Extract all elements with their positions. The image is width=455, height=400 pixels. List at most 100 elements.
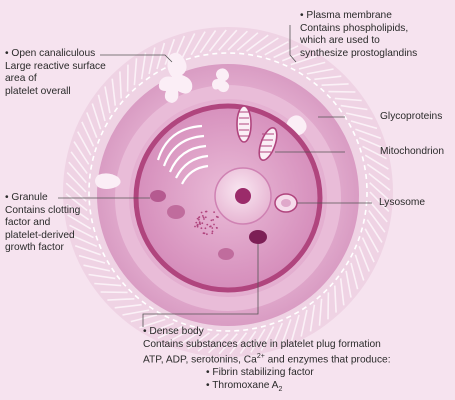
glycogen-particle bbox=[194, 225, 196, 228]
glycoprotein-strand bbox=[140, 52, 147, 80]
glycoprotein-strand bbox=[362, 145, 387, 160]
glycoprotein-strand bbox=[358, 246, 370, 272]
glycoprotein-strand bbox=[369, 191, 390, 212]
glycoprotein-strand bbox=[364, 154, 389, 170]
glycoprotein-strand bbox=[66, 172, 87, 193]
glycoprotein-strand bbox=[148, 47, 156, 75]
glycogen-particle bbox=[203, 218, 205, 220]
glycoprotein-strand bbox=[339, 278, 345, 306]
glycoprotein-strand bbox=[218, 333, 238, 355]
glycoprotein-strand bbox=[364, 228, 379, 253]
glycoprotein-strand bbox=[239, 330, 257, 354]
glycogen-particle bbox=[211, 230, 214, 233]
dense-body bbox=[249, 230, 267, 244]
glycoprotein-strand bbox=[199, 30, 217, 54]
glycoprotein-strand bbox=[355, 128, 382, 140]
glycoprotein-strand bbox=[260, 326, 275, 351]
glycoprotein-strand bbox=[255, 37, 279, 54]
membrane-dashed-outline bbox=[88, 52, 368, 332]
glycoprotein-strand bbox=[321, 83, 349, 86]
glycoprotein-strand bbox=[70, 151, 88, 174]
glycoprotein-strand bbox=[111, 78, 117, 106]
glycoprotein-strand bbox=[368, 210, 386, 233]
glycoprotein-strand bbox=[156, 42, 166, 70]
glycoprotein-strand bbox=[164, 38, 176, 65]
glycoprotein-strand bbox=[104, 86, 111, 114]
glycoprotein-strand bbox=[306, 68, 334, 75]
glycoprotein-strand bbox=[208, 29, 227, 52]
glycoprotein-strand bbox=[264, 41, 289, 56]
glycogen-particle bbox=[196, 217, 199, 220]
glycoprotein-strand bbox=[366, 219, 383, 243]
glycoproteins-label: Glycoproteins bbox=[380, 111, 443, 122]
glycoprotein-strand bbox=[227, 30, 248, 51]
glycoprotein-strand bbox=[197, 333, 220, 352]
glycoprotein-strand bbox=[177, 330, 201, 347]
glycoprotein-strand bbox=[334, 285, 337, 313]
glycoprotein-strand bbox=[314, 75, 342, 81]
glycoprotein-strand bbox=[345, 112, 373, 120]
glycogen-particle bbox=[200, 211, 203, 214]
glycogen-particles bbox=[194, 210, 219, 236]
glycoprotein-strand bbox=[68, 161, 87, 184]
glycoprotein-strand bbox=[340, 104, 368, 111]
glycoprotein-strand bbox=[119, 71, 122, 99]
dense-body-label: • Dense body Contains substances active … bbox=[143, 326, 391, 396]
glycoprotein-strand bbox=[73, 141, 90, 165]
glycoprotein-strand bbox=[157, 325, 183, 339]
glycogen-particle bbox=[204, 216, 207, 219]
glycoprotein-strand bbox=[318, 298, 323, 326]
glycoprotein-strand bbox=[77, 131, 92, 156]
glycogen-particle bbox=[198, 218, 200, 221]
glycoprotein-strand bbox=[358, 136, 385, 150]
glycogen-particle bbox=[201, 215, 204, 217]
mitochondria bbox=[236, 105, 278, 161]
glycoprotein-strand bbox=[187, 332, 210, 350]
glycoprotein-strand bbox=[282, 50, 308, 62]
dense-body-item-fibrin: • Fibrin stabilizing factor bbox=[206, 367, 314, 379]
glycoprotein-strand bbox=[148, 322, 174, 334]
glycoprotein-strand bbox=[270, 322, 284, 349]
glycoprotein-strand bbox=[369, 200, 388, 223]
glycoprotein-strand bbox=[369, 182, 391, 202]
glycoprotein-strand bbox=[250, 328, 266, 353]
glycoprotein-strand bbox=[300, 309, 308, 337]
glycogen-particle bbox=[203, 232, 206, 235]
lysosome-core bbox=[281, 199, 291, 207]
glycoprotein-strand bbox=[181, 33, 196, 58]
glycogen-particle bbox=[216, 227, 218, 229]
glycoprotein-strands bbox=[65, 29, 391, 355]
glycoprotein-strand bbox=[130, 314, 158, 323]
glycoprotein-strand bbox=[246, 34, 269, 52]
glycogen-particle bbox=[196, 223, 199, 226]
open-canaliculous-label: • Open canaliculous Large reactive surfa… bbox=[5, 48, 106, 97]
glycoprotein-strand bbox=[334, 97, 362, 102]
central-granule bbox=[235, 188, 251, 204]
glycogen-particle bbox=[211, 227, 214, 229]
granule bbox=[150, 190, 166, 202]
glycoprotein-strand bbox=[74, 244, 101, 256]
glycogen-particle bbox=[195, 221, 198, 224]
glycoprotein-strand bbox=[236, 32, 259, 51]
glycogen-particle bbox=[210, 219, 213, 222]
glycogen-particle bbox=[206, 233, 208, 236]
glycoprotein-strand bbox=[65, 193, 88, 212]
glycogen-particle bbox=[198, 216, 201, 218]
glycoprotein-strand bbox=[190, 31, 206, 56]
granule bbox=[218, 248, 234, 260]
glycogen-particle bbox=[204, 210, 207, 213]
dense-body-products-line: ATP, ADP, serotonins, Ca2+ and enzymes t… bbox=[143, 353, 391, 366]
glycoprotein-strand bbox=[350, 262, 359, 290]
glycoprotein-strand bbox=[218, 29, 238, 51]
glycogen-particle bbox=[212, 219, 215, 221]
glycoprotein-strand bbox=[208, 333, 229, 354]
glycogen-particle bbox=[213, 211, 216, 214]
glycoprotein-strand bbox=[71, 234, 98, 248]
plasma-membrane-label: • Plasma membrane Contains phospholipids… bbox=[300, 10, 418, 59]
glycogen-particle bbox=[204, 227, 207, 230]
open-canaliculous-channels bbox=[95, 52, 307, 189]
granule-label: • Granule Contains clotting factor and p… bbox=[5, 192, 81, 254]
glycogen-particle bbox=[215, 215, 218, 218]
glycoprotein-strand bbox=[366, 163, 390, 181]
